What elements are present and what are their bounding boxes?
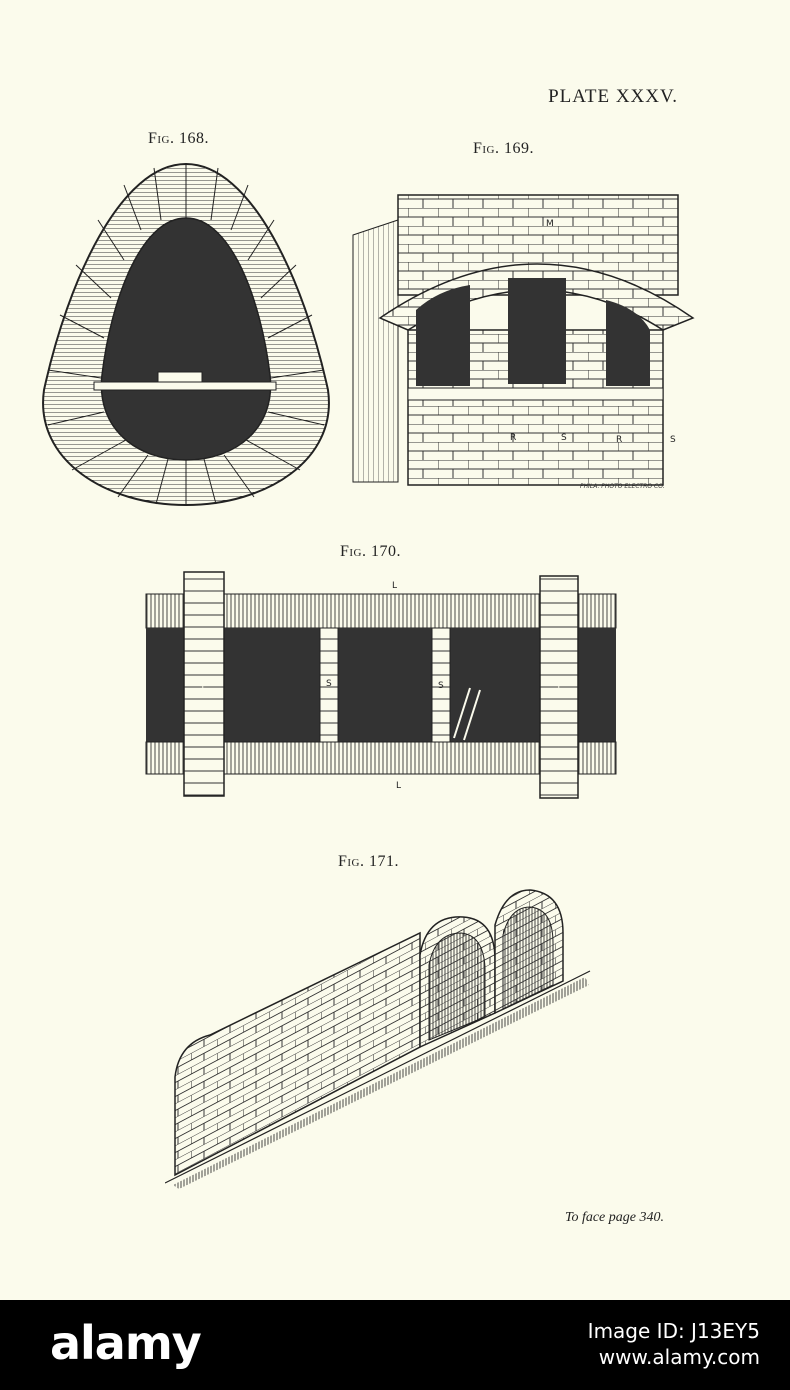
fig-171-label: Fig. 171. [338,853,400,870]
fig-169-letter-r1: R [510,433,516,443]
fig-170-letter-l-top: L [392,581,397,591]
watermark-site: www.alamy.com [598,1345,760,1369]
fig-170-letter-t-left: T [199,683,206,693]
fig-170-longitudinal-section: L L T T S S [145,571,617,799]
watermark-image-id: Image ID: J13EY5 [587,1319,760,1343]
fig-169-letter-s2: S [670,435,676,445]
fig-169-letter-r2: R [616,435,622,445]
fig-171-twin-culvert-perspective [165,889,591,1189]
fig-170-letter-l-bottom: L [396,781,401,791]
fig-169-arched-wall: M R S R S PHILA. PHOTO ELECTRO CO. [352,194,695,490]
plate-title: PLATE XXXV. [548,86,678,107]
watermark-logo: alamy [50,1316,202,1370]
watermark-bar [0,1300,790,1390]
fig-169-letter-m: M [546,219,554,229]
fig-170-letter-s-left: S [326,679,332,689]
fig-169-label: Fig. 169. [473,140,535,157]
facing-page-note: To face page 340. [564,1210,664,1225]
fig-169-letter-s1: S [561,433,567,443]
plate-page: PLATE XXXV. Fig. 168. Fig. 169. Fig. 170… [0,0,790,1300]
fig-168-egg-sewer-section [42,162,330,507]
watermark-details: Image ID: J13EY5 www.alamy.com [588,1318,760,1370]
fig-168-label: Fig. 168. [148,130,210,147]
fig-170-label: Fig. 170. [340,543,402,560]
fig-170-letter-t-right: T [555,683,562,693]
engraver-credit: PHILA. PHOTO ELECTRO CO. [580,483,665,490]
fig-170-letter-s-right: S [438,681,444,691]
